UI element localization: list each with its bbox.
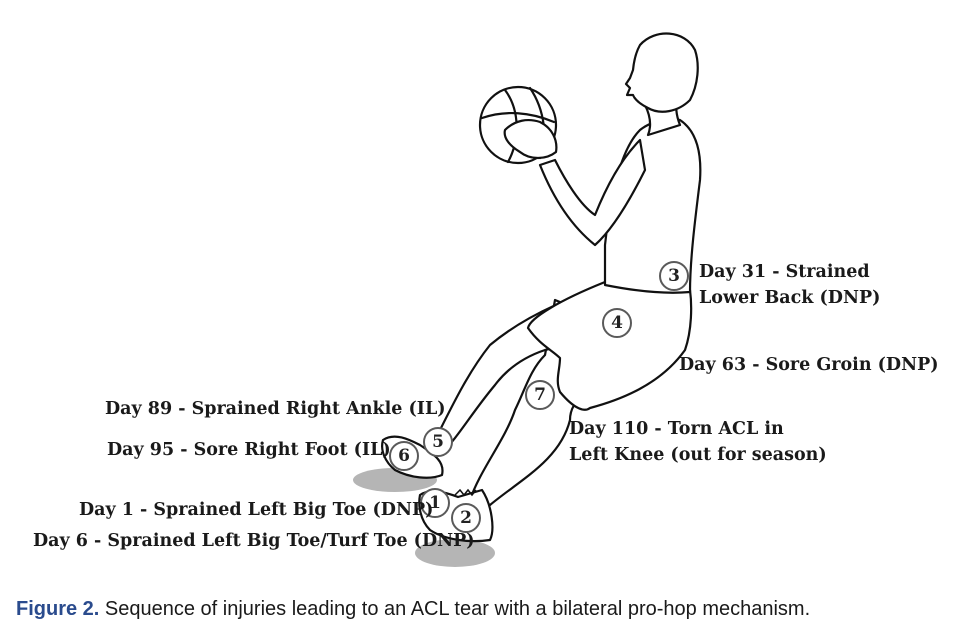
hands — [503, 119, 558, 160]
arm — [538, 138, 647, 247]
injury-marker-3: 3 — [659, 261, 689, 291]
injury-marker-5: 5 — [423, 427, 453, 457]
injury-marker-2: 2 — [451, 503, 481, 533]
head — [624, 32, 699, 113]
label-day110-line2: Left Knee (out for season) — [569, 445, 827, 465]
shadow-left-foot — [415, 539, 495, 567]
label-day89: Day 89 - Sprained Right Ankle (IL) — [105, 399, 446, 419]
figure-label: Figure 2. — [16, 598, 100, 620]
label-day95: Day 95 - Sore Right Foot (IL) — [107, 440, 391, 460]
caption-text: Sequence of injuries leading to an ACL t… — [99, 598, 811, 620]
basketball-seam — [480, 111, 556, 124]
label-day31-line1: Day 31 - Strained — [699, 262, 870, 282]
injury-marker-4: 4 — [602, 308, 632, 338]
shoe-laces — [454, 488, 477, 497]
injury-marker-6: 6 — [389, 441, 419, 471]
label-day6: Day 6 - Sprained Left Big Toe/Turf Toe (… — [33, 531, 475, 551]
injury-marker-7: 7 — [525, 380, 555, 410]
label-day1: Day 1 - Sprained Left Big Toe (DNP) — [79, 500, 434, 520]
label-day63: Day 63 - Sore Groin (DNP) — [679, 355, 939, 375]
label-day31-line2: Lower Back (DNP) — [699, 288, 881, 308]
figure-caption: Figure 2. Sequence of injuries leading t… — [16, 598, 810, 621]
injury-marker-1: 1 — [420, 488, 450, 518]
basketball-player-illustration — [353, 32, 702, 567]
label-day110-line1: Day 110 - Torn ACL in — [569, 419, 784, 439]
shorts — [526, 280, 693, 411]
